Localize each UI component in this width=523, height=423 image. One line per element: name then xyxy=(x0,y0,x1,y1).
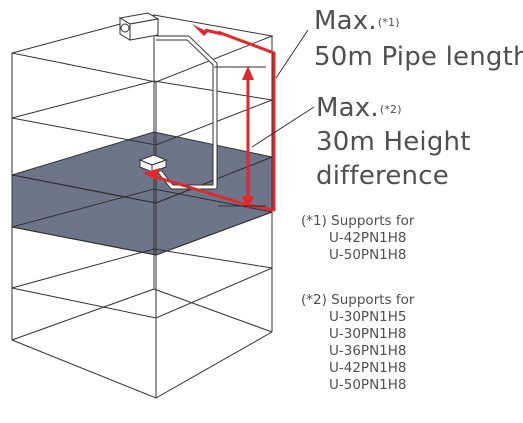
pipe-length-callout: Max.(*1) 50m Pipe length xyxy=(314,6,523,72)
note-2: (*2) Supports for U-30PN1H5 U-30PN1H8 U-… xyxy=(301,292,414,394)
note-1-ref: (*1) xyxy=(301,213,327,229)
note-1-model: U-50PN1H8 xyxy=(329,247,407,263)
height-max-label: Max. xyxy=(316,93,379,123)
note-2-model: U-50PN1H8 xyxy=(329,377,407,393)
pipe-length-arrow xyxy=(143,24,276,212)
height-difference-callout: Max.(*2) 30m Height difference xyxy=(316,93,471,191)
note-2-model: U-36PN1H8 xyxy=(329,343,407,359)
pipe-length-ref: (*1) xyxy=(377,16,400,29)
height-line1: 30m Height xyxy=(316,127,471,157)
note-2-model: U-30PN1H5 xyxy=(329,309,407,325)
note-1-label: Supports for xyxy=(331,213,415,229)
note-2-model: U-42PN1H8 xyxy=(329,360,407,376)
note-1-model: U-42PN1H8 xyxy=(329,230,407,246)
pipe-length-text: 50m Pipe length xyxy=(314,42,523,72)
height-difference-arrow xyxy=(214,66,266,210)
note-2-model: U-30PN1H8 xyxy=(329,326,407,342)
pipe-length-leader xyxy=(275,29,309,79)
note-2-label: Supports for xyxy=(331,292,415,308)
height-leader xyxy=(251,106,315,148)
note-1: (*1) Supports for U-42PN1H8 U-50PN1H8 xyxy=(301,213,414,264)
height-line2: difference xyxy=(316,161,449,191)
height-ref: (*2) xyxy=(379,103,402,116)
indoor-unit-icon xyxy=(138,154,168,173)
pipe-length-max-label: Max. xyxy=(314,6,377,36)
note-2-ref: (*2) xyxy=(301,292,327,308)
outdoor-unit-icon xyxy=(118,12,160,41)
